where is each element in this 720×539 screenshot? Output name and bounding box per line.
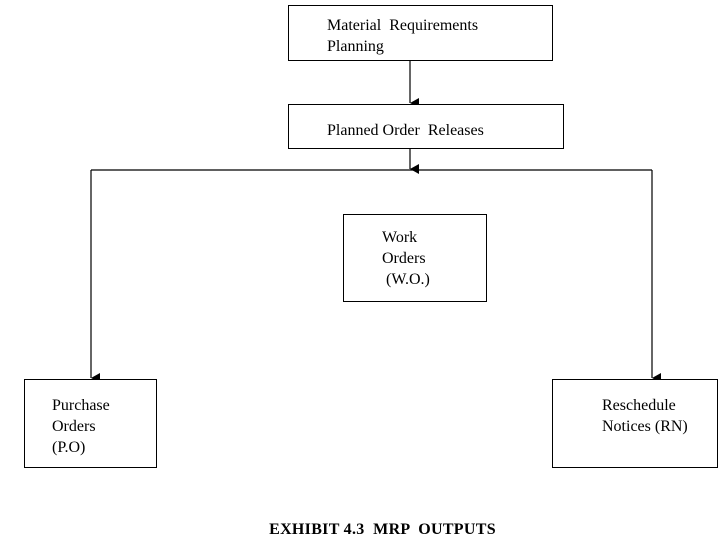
mrp-label-line1: Material Requirements bbox=[327, 17, 479, 34]
exhibit-caption: EXHIBIT 4.3 MRP OUTPUTS bbox=[269, 521, 496, 538]
purchase-orders-label-line1: Purchase bbox=[52, 397, 110, 414]
reschedule-notices-label-line1: Reschedule bbox=[602, 397, 676, 414]
work-orders-label-line2: Orders bbox=[382, 250, 426, 267]
reschedule-notices-box bbox=[552, 379, 718, 468]
work-orders-box bbox=[343, 214, 487, 302]
planned-order-releases-box bbox=[288, 104, 564, 149]
reschedule-notices-label-line2: Notices (RN) bbox=[602, 418, 688, 435]
mrp-label-line2: Planning bbox=[327, 38, 384, 55]
purchase-orders-label-line2: Orders bbox=[52, 418, 96, 435]
purchase-orders-box bbox=[24, 379, 157, 468]
mrp-box bbox=[288, 5, 553, 61]
planned-order-releases-label: Planned Order Releases bbox=[327, 122, 484, 139]
work-orders-label-line1: Work bbox=[382, 229, 418, 246]
purchase-orders-label-line3: (P.O) bbox=[52, 439, 86, 456]
work-orders-label-line3: (W.O.) bbox=[382, 271, 430, 288]
